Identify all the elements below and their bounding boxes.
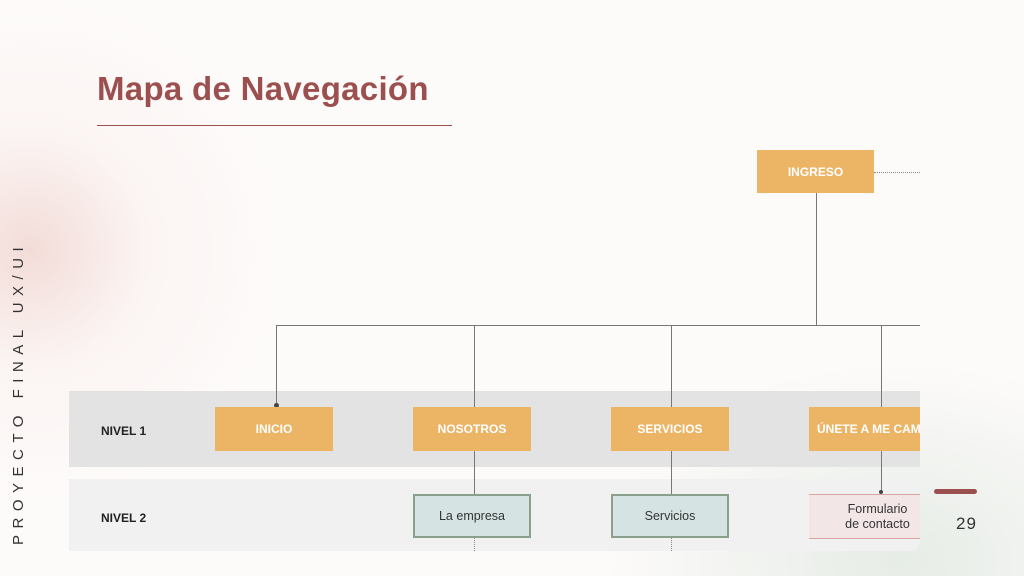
node-formulario: Formulario de contacto (809, 494, 920, 539)
node-inicio: INICIO (215, 407, 333, 451)
level-2-label: NIVEL 2 (101, 511, 147, 525)
node-servicios-sub: Servicios (611, 494, 729, 538)
node-ingreso: INGRESO (757, 150, 874, 193)
navigation-map: NIVEL 1 NIVEL 2 INGRESO INICIO NOSOTROS … (69, 150, 920, 551)
node-unete: ÚNETE A ME CAMBIO (809, 407, 920, 451)
accent-bar (934, 489, 977, 494)
connector (671, 538, 672, 551)
node-la-empresa: La empresa (413, 494, 531, 538)
connector (276, 325, 277, 405)
connector (276, 325, 920, 326)
page-title: Mapa de Navegación (97, 70, 429, 107)
node-nosotros: NOSOTROS (413, 407, 531, 451)
connector (874, 172, 920, 173)
title-divider (97, 125, 452, 126)
arrow-head-icon (879, 490, 883, 494)
arrow-head-icon (274, 403, 279, 408)
node-servicios: SERVICIOS (611, 407, 729, 451)
level-1-label: NIVEL 1 (101, 424, 147, 438)
page-number: 29 (956, 514, 977, 533)
connector (474, 538, 475, 551)
connector (816, 193, 817, 325)
